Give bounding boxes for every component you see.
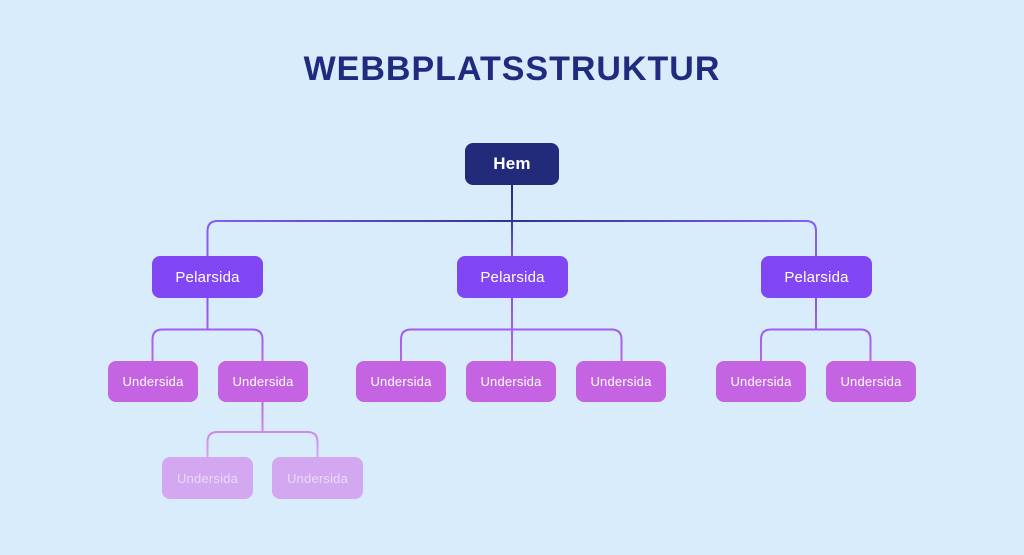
node-pelarsida-1: Pelarsida [152,256,263,298]
node-undersida-2: Undersida [218,361,308,402]
node-undersida-7: Undersida [826,361,916,402]
connector-root-to-pillars [206,220,817,256]
node-hem: Hem [465,143,559,185]
page-title: WEBBPLATSSTRUKTUR [303,50,721,88]
connector-pillar3-to-subs [760,328,872,361]
connector-pillar1-to-subs [151,328,264,361]
node-undersida-8: Undersida [162,457,253,499]
connector-sub2-to-subs [206,431,319,457]
connector-pillar2-to-subs [400,328,623,361]
node-undersida-4: Undersida [466,361,556,402]
node-undersida-3: Undersida [356,361,446,402]
node-pelarsida-3: Pelarsida [761,256,872,298]
node-undersida-9: Undersida [272,457,363,499]
node-undersida-1: Undersida [108,361,198,402]
node-undersida-6: Undersida [716,361,806,402]
node-pelarsida-2: Pelarsida [457,256,568,298]
node-undersida-5: Undersida [576,361,666,402]
